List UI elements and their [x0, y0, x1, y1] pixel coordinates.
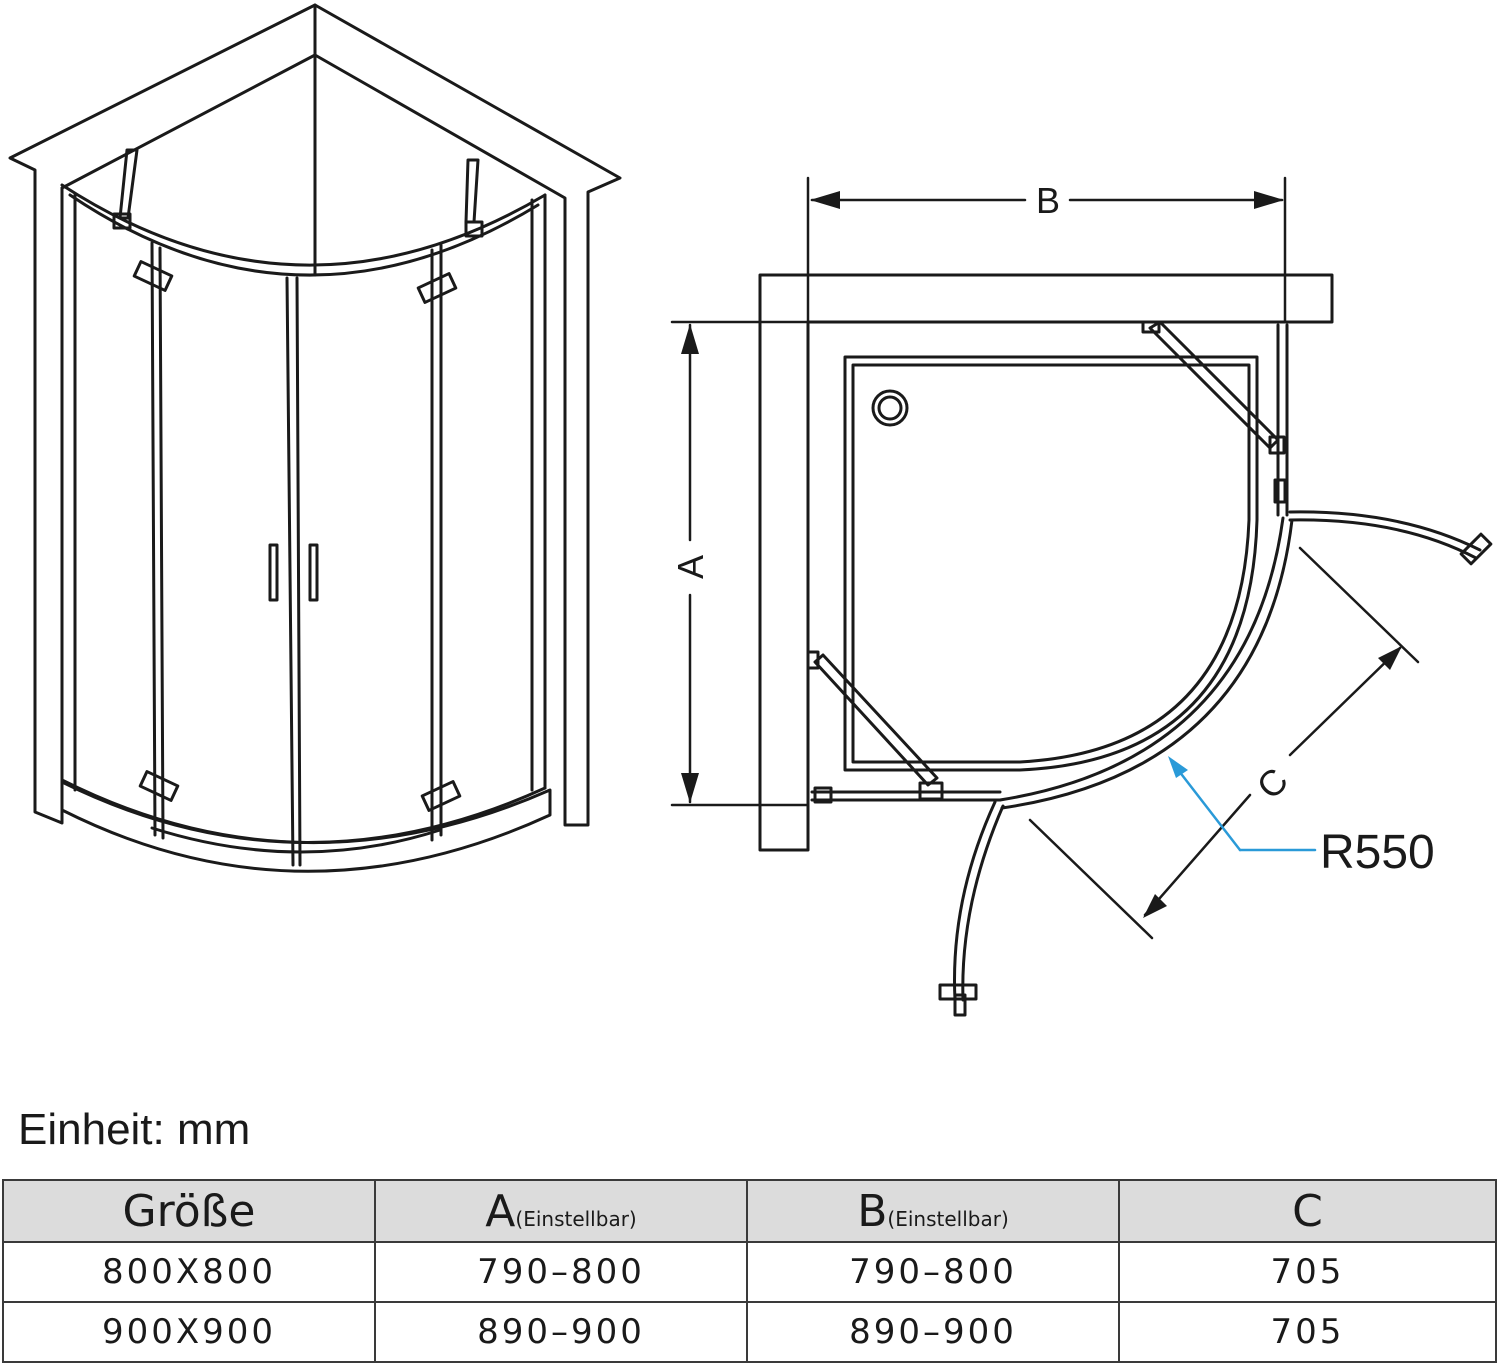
- door-hinge-left: [150, 241, 157, 837]
- table-row: 900X900 890–900 890–900 705: [2, 1301, 1497, 1363]
- tray-outline: [843, 355, 1259, 772]
- stabiliser-bar: [118, 148, 139, 220]
- table-cell: 890–900: [374, 1301, 748, 1363]
- size-table: Größe A(Einstellbar) B(Einstellbar) C 80…: [2, 1179, 1497, 1363]
- hinge-icon: [132, 260, 174, 292]
- curved-panel: [998, 516, 1285, 802]
- dim-b-label: B: [1036, 180, 1060, 221]
- handle-right: [308, 543, 319, 602]
- table-row: 800X800 790–800 790–800 705: [2, 1241, 1497, 1303]
- header-a: A(Einstellbar): [374, 1179, 748, 1243]
- table-header-row: Größe A(Einstellbar) B(Einstellbar) C: [2, 1179, 1497, 1243]
- dimension-lines: [670, 176, 1420, 940]
- table-cell: 800X800: [2, 1241, 376, 1303]
- door-open-right: [1288, 510, 1482, 552]
- table-cell: 890–900: [746, 1301, 1120, 1363]
- drain-icon: [871, 389, 909, 427]
- unit-label: Einheit: mm: [18, 1105, 251, 1154]
- door-center-left: [285, 276, 295, 867]
- header-size: Größe: [2, 1179, 376, 1243]
- wall-corner: [8, 3, 622, 827]
- handle-left: [268, 543, 279, 602]
- table-cell: 790–800: [746, 1241, 1120, 1303]
- table-cell: 900X900: [2, 1301, 376, 1363]
- header-b: B(Einstellbar): [746, 1179, 1120, 1243]
- enclosure-plan-view: [758, 273, 1493, 1017]
- radius-label: R550: [1320, 826, 1435, 879]
- header-c: C: [1118, 1179, 1497, 1243]
- enclosure-3d-view: [8, 3, 622, 873]
- table-cell: 705: [1118, 1241, 1497, 1303]
- shower-tray: [60, 778, 552, 873]
- dim-c-label: C: [1249, 760, 1296, 807]
- shower-enclosure-drawing: B A C R550: [8, 3, 1493, 1017]
- top-rail: [60, 183, 547, 267]
- door-open-left: [953, 800, 997, 1002]
- radius-leader: [1170, 760, 1317, 852]
- table-cell: 705: [1118, 1301, 1497, 1363]
- table-cell: 790–800: [374, 1241, 748, 1303]
- dim-a-label: A: [670, 555, 711, 579]
